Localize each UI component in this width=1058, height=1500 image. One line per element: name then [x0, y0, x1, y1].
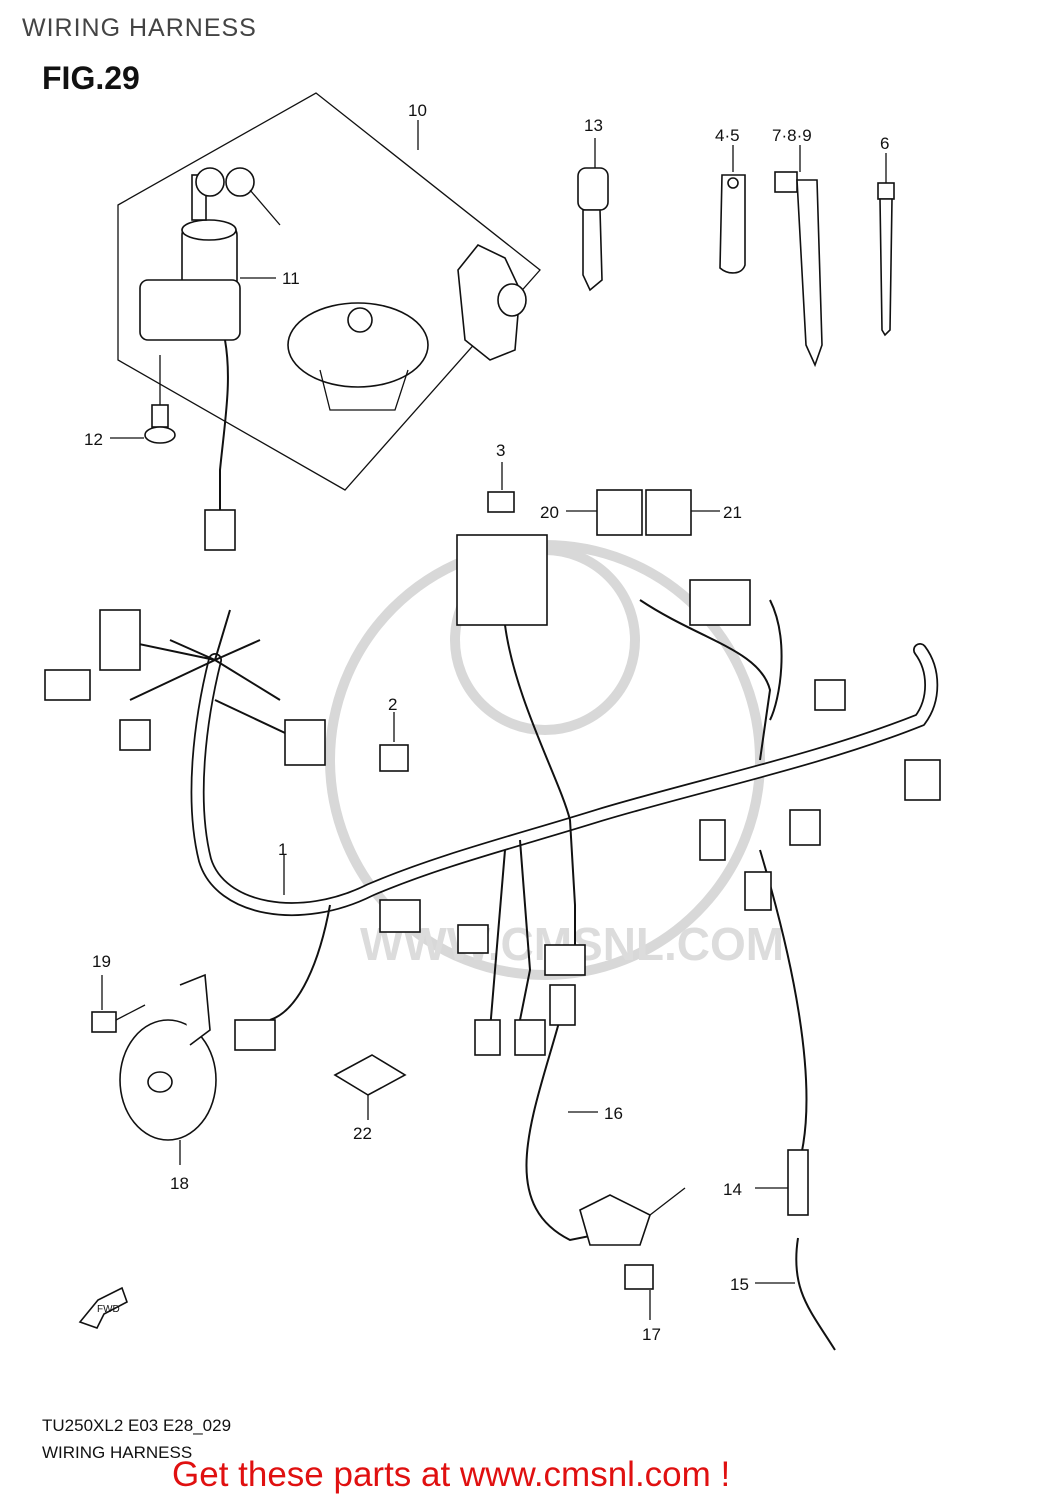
callout-17: 17	[642, 1325, 661, 1344]
key-13	[577, 138, 609, 292]
callout-19: 19	[92, 952, 111, 971]
cable-tie-6	[877, 153, 895, 337]
callout-21: 21	[723, 503, 742, 522]
callout-10: 10	[408, 101, 427, 120]
callout-12: 12	[84, 430, 103, 449]
ignition-kit-box	[117, 92, 541, 491]
callout-14: 14	[723, 1180, 742, 1199]
callout-6: 6	[880, 134, 889, 153]
callout-16: 16	[604, 1104, 623, 1123]
fuel-cap	[287, 302, 429, 411]
callout-15: 15	[730, 1275, 749, 1294]
callout-22: 22	[353, 1124, 372, 1143]
seat-lock	[457, 244, 527, 361]
side-stand-switch	[568, 1111, 686, 1320]
fwd-arrow-icon: FWD	[78, 1286, 128, 1329]
sensor-14	[755, 1149, 836, 1351]
ignition-switch	[139, 167, 281, 551]
promo-link[interactable]: Get these parts at www.cmsnl.com !	[172, 1455, 731, 1494]
callout-13: 13	[584, 116, 603, 135]
relays	[379, 462, 720, 772]
page-header-title: WIRING HARNESS	[22, 14, 257, 42]
callout-11: 11	[282, 269, 300, 288]
callout-20: 20	[540, 503, 559, 522]
tie-7-8-9	[774, 145, 823, 368]
figure-label: FIG.29	[42, 60, 140, 96]
callout-1: 1	[278, 840, 287, 859]
part-22	[333, 1054, 407, 1120]
horn-18	[91, 973, 217, 1165]
screw-12	[110, 355, 176, 444]
model-code: TU250XL2 E03 E28_029	[42, 1416, 232, 1435]
callout-4-5: 4·5	[715, 126, 740, 145]
callout-3: 3	[496, 441, 505, 460]
callout-2: 2	[388, 695, 397, 714]
footer-title: WIRING HARNESS	[42, 1443, 193, 1462]
callout-7-8-9: 7·8·9	[772, 126, 812, 145]
callouts: 10 13 4·5 7·8·9 6 11 12 3 20 21 2 1 19 1…	[84, 101, 889, 1344]
callout-18: 18	[170, 1174, 189, 1193]
main-harness	[44, 579, 941, 1242]
fwd-label: FWD	[97, 1304, 120, 1315]
clamp-4-5	[719, 145, 746, 274]
